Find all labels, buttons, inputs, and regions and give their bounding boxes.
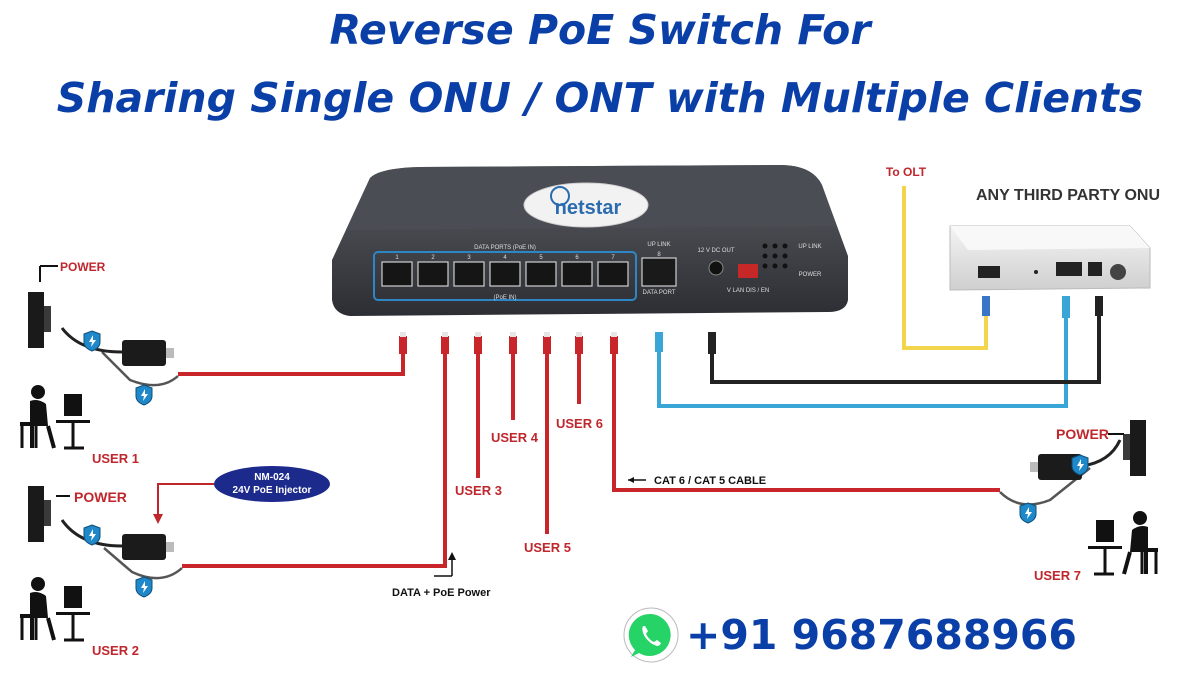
page-title-line2: Sharing Single ONU / ONT with Multiple C… [56,74,1144,122]
cable-user7 [612,342,1000,492]
port-number: 6 [575,255,579,261]
poe-injector-icon [122,340,174,366]
user-desk-icon [18,383,92,450]
wall-socket-icon [28,486,51,542]
user-7-label: USER 7 [1034,568,1081,583]
power-label-user2: POWER [74,489,127,505]
user-4-label: USER 4 [491,430,539,445]
status-leds [762,243,788,269]
cable-user2 [182,342,447,568]
to-olt-label: To OLT [886,165,927,179]
cable-dc-to-onu [710,302,1101,384]
dc-out-label: 12 V DC OUT [697,248,734,254]
power-label-user1: POWER [60,260,106,274]
poe-in-port [453,261,485,287]
port-number: 3 [467,255,471,261]
shield-bolt-icon [135,384,153,406]
shield-bolt-icon [1019,502,1037,524]
port-number: 7 [611,255,615,261]
port-number: 4 [503,255,507,261]
data-port-label: DATA PORT [642,290,675,296]
netstar-logo-icon [550,186,570,206]
user-5-label: USER 5 [524,540,571,555]
user-desk-icon [1086,509,1160,576]
shield-bolt-icon [83,524,101,546]
page-title-line1: Reverse PoE Switch For [329,6,871,54]
user-2-label: USER 2 [92,643,139,658]
data-poe-label: DATA + PoE Power [392,587,491,599]
port-number: 2 [431,255,435,261]
whatsapp-icon [623,607,679,663]
led-power-label: POWER [799,272,822,278]
user-3-label: USER 3 [455,483,502,498]
third-party-onu [949,225,1151,291]
shield-bolt-icon [135,576,153,598]
injector-desc: 24V PoE Injector [233,485,312,496]
data-ports-label: DATA PORTS (PoE IN) [474,245,536,251]
cable-fiber-olt [902,186,988,350]
user-desk-icon [18,575,92,642]
poe-in-port [561,261,593,287]
cable-user1 [178,342,405,376]
poe-in-label: (PoE IN) [493,295,516,301]
cable-uplink-to-onu [657,302,1068,408]
uplink-port [641,257,677,287]
reverse-poe-switch: netstar DATA PORTS (PoE IN) (PoE IN) 1 2 3… [332,165,848,316]
user-1-label: USER 1 [92,451,139,466]
poe-in-port [489,261,521,287]
port-number: 5 [539,255,543,261]
phone-number: +91 9687688966 [686,611,1077,659]
onu-label: ANY THIRD PARTY ONU [976,187,1160,204]
poe-in-port [597,261,629,287]
shield-bolt-icon [83,330,101,352]
injector-model: NM-024 [254,472,290,483]
injector-badge [214,466,330,502]
wall-socket-icon [28,292,51,348]
cable-type-label: CAT 6 / CAT 5 CABLE [654,475,766,487]
port-number: 1 [395,255,399,261]
contact-phone: +91 9687688966 [622,606,1077,664]
rj45-plugs [399,296,1103,354]
poe-in-port [417,261,449,287]
poe-injector-icon [122,534,174,560]
power-label-user7: POWER [1056,426,1109,442]
uplink-port-number: 8 [657,252,661,258]
shield-bolt-icon [1071,454,1089,476]
uplink-label: UP LINK [647,242,670,248]
switch-brand: netstar [555,197,622,219]
led-uplink-label: UP LINK [798,244,821,250]
poe-in-port [381,261,413,287]
vlan-switch [738,264,758,278]
vlan-label: V LAN DIS / EN [727,288,769,294]
wall-socket-icon [1123,420,1146,476]
dc-jack [708,260,724,276]
poe-in-port [525,261,557,287]
user-6-label: USER 6 [556,416,603,431]
